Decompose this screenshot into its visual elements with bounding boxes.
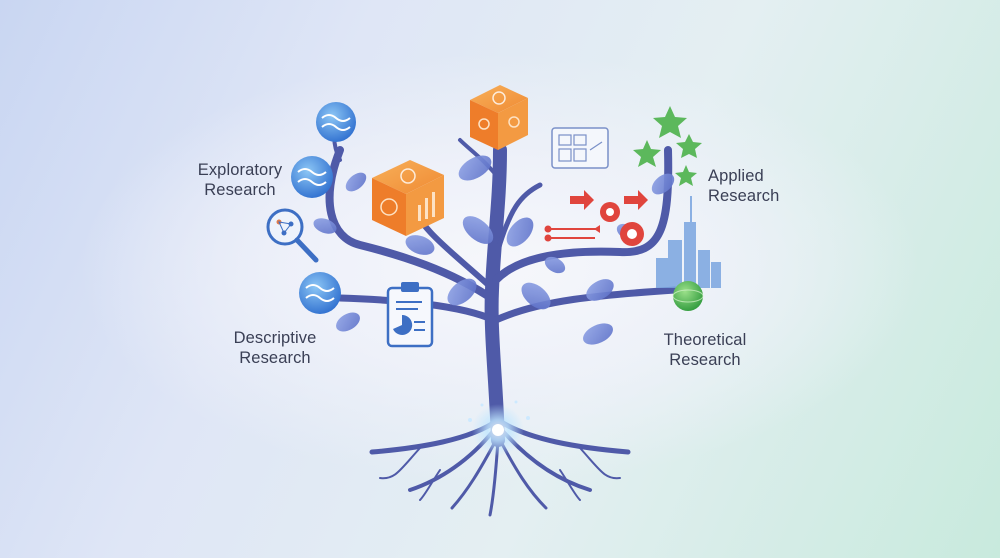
wave-circle-icon — [316, 102, 356, 142]
city-skyline-icon — [656, 196, 721, 288]
wave-circle-icon — [291, 156, 333, 198]
orange-cube-icon — [470, 85, 528, 150]
blueprint-icon — [551, 127, 609, 169]
label-line: Research — [669, 351, 741, 369]
label-line: Research — [204, 181, 276, 199]
label-line: Theoretical — [663, 331, 747, 349]
wave-circle-icon — [299, 272, 341, 314]
green-globe-icon — [672, 281, 704, 311]
label-line: Research — [708, 187, 780, 205]
label-descriptive-research: Descriptive Research — [215, 328, 335, 368]
leaves — [313, 155, 675, 345]
label-exploratory-research: Exploratory Research — [180, 160, 300, 200]
label-line: Applied — [708, 167, 764, 185]
glowing-node-icon — [468, 400, 530, 456]
gear-arrow-icon — [544, 190, 648, 246]
label-applied-research: Applied Research — [708, 166, 828, 206]
label-line: Research — [239, 349, 311, 367]
magnifier-network-icon — [266, 208, 319, 263]
label-theoretical-research: Theoretical Research — [645, 330, 765, 370]
label-line: Exploratory — [197, 161, 283, 179]
clipboard-chart-icon — [386, 282, 434, 348]
star-icon — [633, 106, 702, 186]
orange-cube-icon — [372, 160, 444, 236]
label-line: Descriptive — [233, 329, 317, 347]
branches — [325, 113, 679, 447]
